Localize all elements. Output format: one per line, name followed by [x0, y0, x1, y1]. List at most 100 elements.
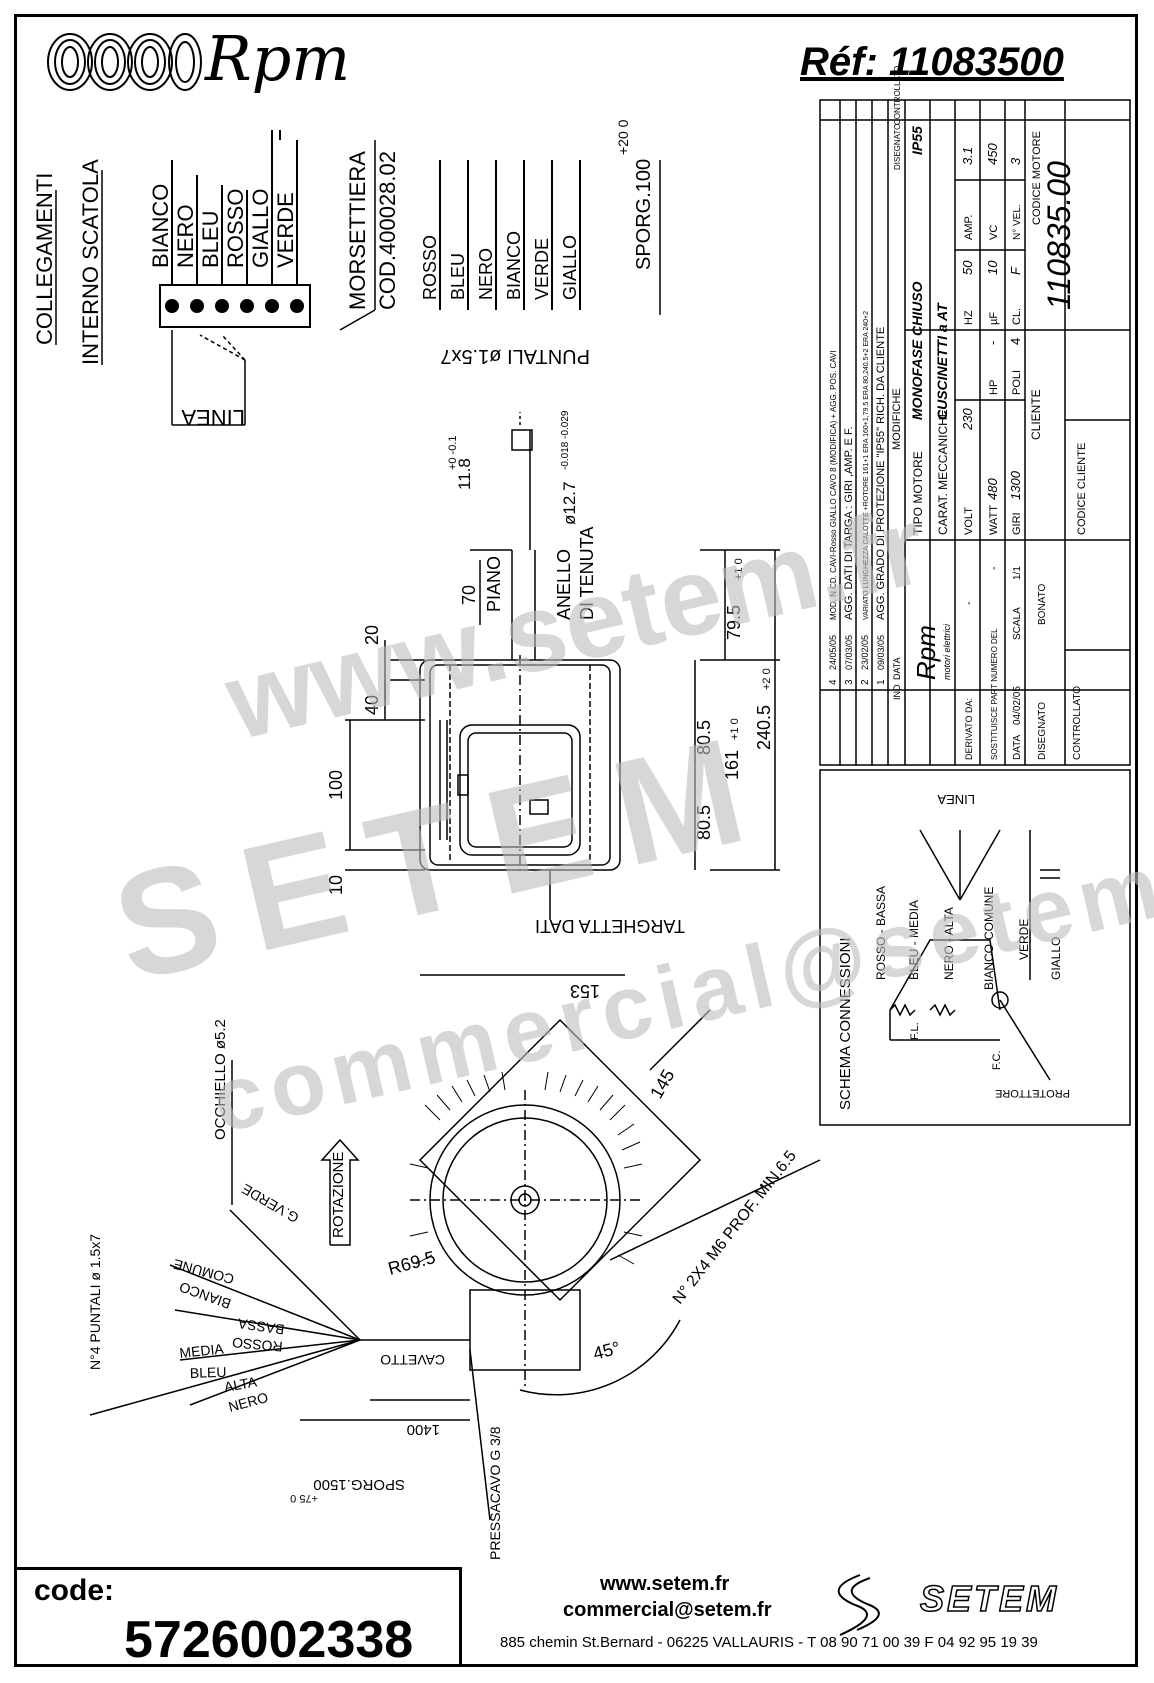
- footer-website[interactable]: www.setem.fr: [600, 1573, 730, 1595]
- rotation-arrow-icon: [320, 1138, 360, 1246]
- dim-1400: 1400: [407, 1421, 440, 1438]
- dim-70: 70: [459, 585, 479, 605]
- puntali-top: PUNTALI ø1.5x7: [440, 345, 590, 367]
- wire-box-bianco: BIANCO: [148, 184, 173, 268]
- lead-giallo: GIALLO: [560, 235, 580, 300]
- schema-giallo: GIALLO: [1049, 937, 1063, 980]
- mod-2-n: 2: [860, 679, 871, 685]
- mod-3-desc: AGG. DATI DI TARGA : GIRI ,AMP. E F.: [843, 426, 855, 620]
- ip-rating: IP55: [909, 126, 925, 155]
- th-carat: CARAT. MECCANICHE: [936, 409, 950, 535]
- mod-4-desc: MOD. N.CD. CAVI-Rosso GIALLO CAVO 8 (MOD…: [829, 350, 838, 620]
- dim-240-5: 240.5: [754, 705, 774, 750]
- anello-label: ANELLO: [554, 549, 574, 620]
- schema-nero-alta: NERO - ALTA: [942, 907, 956, 980]
- mod-4-n: 4: [828, 679, 839, 685]
- dim-161: 161: [722, 750, 742, 780]
- piano-label: PIANO: [484, 556, 504, 612]
- derivato-value: -: [963, 601, 975, 605]
- hp-value: -: [985, 341, 1000, 345]
- wire-box-bleu: BLEU: [198, 211, 223, 268]
- dim-20: 20: [362, 625, 382, 645]
- th-tipo-motore: TIPO MOTORE: [911, 451, 925, 535]
- mod-1-data: 09/03/05: [876, 635, 886, 670]
- linea-arrows: [171, 330, 246, 426]
- wire-box-verde: VERDE: [273, 192, 298, 268]
- rotazione-label: ROTAZIONE: [330, 1152, 347, 1238]
- th-data-bottom: DATA: [1012, 734, 1023, 760]
- cable-bundle: [89, 1209, 470, 1416]
- dim-80-5b: 80.5: [694, 805, 714, 840]
- th-codice-motore: CODICE MOTORE: [1031, 131, 1043, 225]
- mod-1-desc: AGG. GRADO DI PROTEZIONE "IP55" RICH. DA…: [875, 327, 887, 620]
- codice-motore: 110835.00: [1041, 161, 1077, 310]
- footer-address: 885 chemin St.Bernard - 06225 VALLAURIS …: [500, 1634, 1038, 1651]
- th-nvel: N° VEL.: [1012, 204, 1023, 240]
- tipo-motore: MONOFASE CHIUSO: [909, 281, 925, 420]
- carat-value: CUSCINETTI a AT: [934, 302, 950, 420]
- th-cl: CL.: [1011, 308, 1023, 325]
- dim-12-7: ø12.7: [560, 482, 579, 525]
- shaft-dims: [470, 412, 536, 660]
- title-rpm: Rpm: [911, 625, 941, 680]
- cooling-fins: [409, 1071, 643, 1265]
- th-ind: IND: [892, 684, 902, 700]
- dim-79-5: 79.5: [724, 605, 744, 640]
- wire-box-rosso: ROSSO: [223, 189, 248, 268]
- dim-240-5-tol: +2 0: [761, 668, 773, 690]
- th-modifiche: MODIFICHE: [891, 388, 903, 450]
- bassa-label: BASSA: [236, 1315, 285, 1337]
- watt-value: 480: [985, 478, 1000, 500]
- footer-email[interactable]: commercial@setem.fr: [563, 1599, 772, 1621]
- volt-value: 230: [960, 408, 975, 431]
- controllato-label: CONTROLLATO: [1072, 686, 1083, 760]
- setem-brand: SETEM: [919, 1577, 1060, 1620]
- cavetto-label: CAVETTO: [380, 1352, 445, 1368]
- th-poli: POLI: [1011, 370, 1023, 395]
- th-hz: HZ: [963, 310, 975, 325]
- gverde-label: G.VERDE: [239, 1181, 302, 1226]
- disegnato-label: DISEGNATO: [1037, 702, 1048, 760]
- th-scala: SCALA: [1012, 607, 1023, 640]
- dim-79-5-tol: +1 0: [733, 558, 745, 580]
- sporg-bottom: SPORG.1500: [313, 1476, 405, 1493]
- dim-145: 145: [646, 1066, 678, 1102]
- uf-value: 10: [985, 260, 1000, 275]
- dim-11-8-tol: +0 -0.1: [447, 435, 459, 470]
- dim-10: 10: [326, 875, 346, 895]
- lead-verde: VERDE: [532, 238, 552, 300]
- sporg-top: SPORG.100: [633, 159, 655, 270]
- morsettiera-label: MORSETTIERA: [345, 151, 370, 310]
- motor-front-view: [300, 974, 821, 1521]
- wire-box-nero: NERO: [173, 204, 198, 268]
- mod-3-n: 3: [844, 679, 855, 685]
- interno-scatola-label: INTERNO SCATOLA: [78, 159, 103, 365]
- dim-11-8: 11.8: [455, 458, 474, 490]
- sporg-top-tol: +20 0: [615, 119, 631, 155]
- schema-linea: LINEA: [937, 792, 975, 807]
- th-controllato: CONTROLLATO: [893, 66, 902, 125]
- th-derivato: DERIVATO DA:: [964, 698, 974, 760]
- cl-value: F: [1008, 266, 1023, 275]
- dim-161-tol: +1 0: [729, 718, 741, 740]
- setem-logo-icon: [837, 1574, 880, 1636]
- schema-fc: F.C.: [991, 1050, 1003, 1070]
- drawing-frame: [14, 14, 1138, 1667]
- amp-value: 3.1: [960, 147, 975, 165]
- vc-value: 450: [985, 143, 1000, 165]
- dim-12-7-tol: -0.018 -0.029: [560, 410, 571, 470]
- th-watt: WATT: [988, 505, 1000, 535]
- dim-r69-5: R69.5: [386, 1247, 438, 1279]
- th-vc: VC: [988, 225, 1000, 240]
- th-uf: µF: [988, 312, 1000, 325]
- lead-nero: NERO: [476, 248, 496, 300]
- rosso-label: ROSSO: [231, 1335, 283, 1355]
- nvel-value: 3: [1008, 157, 1023, 165]
- mod-3-data: 07/03/05: [844, 635, 854, 670]
- brand-logo-text: Rpm: [205, 22, 351, 95]
- data-value: 04/02/05: [1012, 686, 1023, 725]
- disegnato-value: BONATO: [1037, 583, 1048, 625]
- reference-number: Réf: 11083500: [800, 40, 1064, 84]
- pressacavo-label: PRESSACAVO G 3/8: [487, 1426, 503, 1560]
